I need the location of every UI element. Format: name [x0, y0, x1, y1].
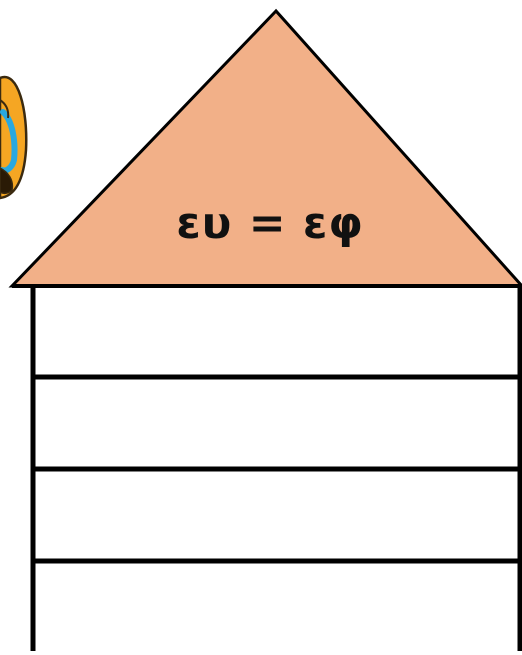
cartoon-mascot-icon [0, 75, 28, 200]
house-table [12, 284, 522, 651]
roof-label: ευ = εφ [176, 197, 364, 249]
